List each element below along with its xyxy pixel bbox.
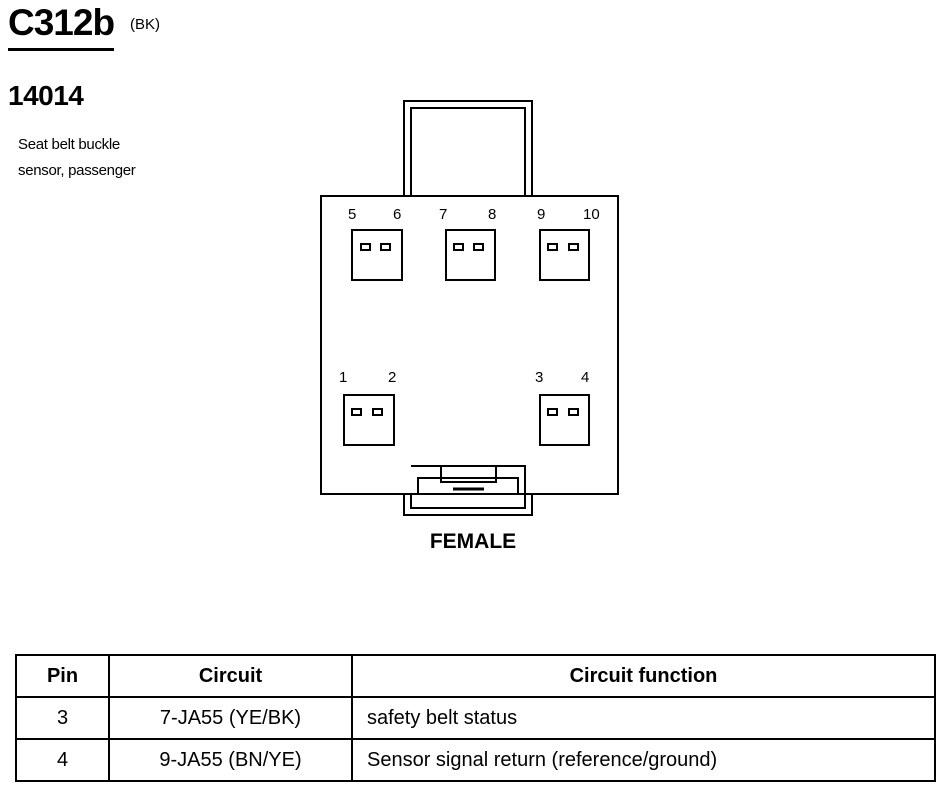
cell-pin: 3 [15, 696, 110, 740]
view-label: FEMALE [429, 530, 517, 553]
cavity-9-10 [539, 229, 590, 281]
pin-label-2: 2 [388, 369, 396, 386]
table-row: 3 7-JA55 (YE/BK) safety belt status [15, 696, 936, 740]
pin-label-9: 9 [537, 206, 545, 223]
pin-label-4: 4 [581, 369, 589, 386]
connector-id-underline [8, 48, 114, 51]
pin-label-7: 7 [439, 206, 447, 223]
cell-circuit-function: Sensor signal return (reference/ground) [351, 738, 936, 782]
table-header-row: Pin Circuit Circuit function [15, 654, 936, 698]
connector-top-tab-inner [410, 107, 526, 196]
pin-label-10: 10 [583, 206, 600, 223]
connector-latch-slot [411, 465, 526, 494]
pin-label-6: 6 [393, 206, 401, 223]
pin-label-1: 1 [339, 369, 347, 386]
pin-table: Pin Circuit Circuit function 3 7-JA55 (Y… [15, 654, 936, 782]
cavity-7-8 [445, 229, 496, 281]
connector-bottom-latch [403, 494, 533, 516]
connector-latch-tongue [440, 466, 497, 483]
pin-label-5: 5 [348, 206, 356, 223]
cell-pin: 4 [15, 738, 110, 782]
cell-circuit: 7-JA55 (YE/BK) [108, 696, 353, 740]
connector-face-diagram: 5 6 7 8 9 10 1 2 3 4 [320, 100, 619, 516]
connector-id: C312b [8, 2, 115, 43]
cavity-1-2 [343, 394, 395, 446]
table-row: 4 9-JA55 (BN/YE) Sensor signal return (r… [15, 738, 936, 782]
connector-top-tab [403, 100, 533, 196]
connector-color: (BK) [130, 16, 160, 33]
cavity-5-6 [351, 229, 403, 281]
header-circuit-function: Circuit function [351, 654, 936, 698]
part-number: 14014 [8, 80, 84, 111]
header-circuit: Circuit [108, 654, 353, 698]
description-line-1: Seat belt buckle [18, 136, 120, 153]
connector-body [320, 195, 619, 495]
header-pin: Pin [15, 654, 110, 698]
pin-label-8: 8 [488, 206, 496, 223]
pin-label-3: 3 [535, 369, 543, 386]
cell-circuit-function: safety belt status [351, 696, 936, 740]
cavity-3-4 [539, 394, 590, 446]
cell-circuit: 9-JA55 (BN/YE) [108, 738, 353, 782]
connector-bottom-latch-inner [410, 494, 526, 509]
connector-latch-recess [417, 477, 519, 494]
description-line-2: sensor, passenger [18, 162, 136, 179]
